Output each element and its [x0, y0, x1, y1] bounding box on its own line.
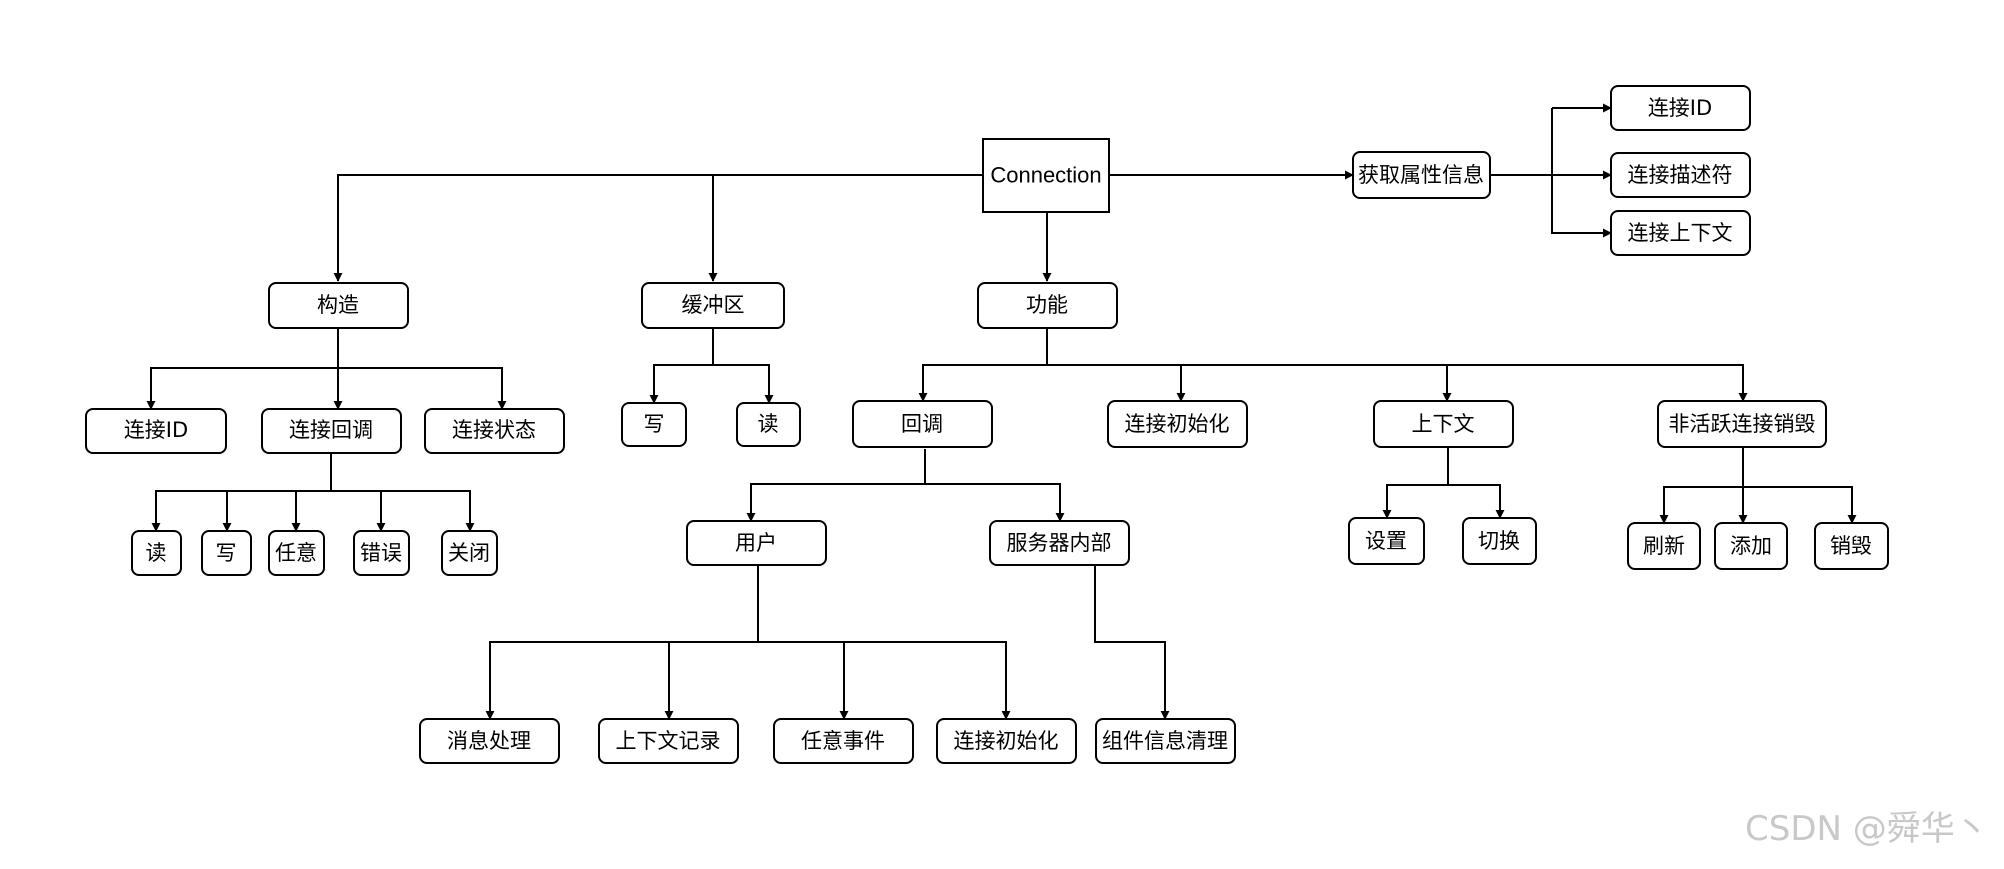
node-label: 组件信息清理 [1102, 729, 1228, 753]
node-cb-error: 错误 [353, 530, 410, 576]
node-label: 消息处理 [447, 729, 531, 753]
edge-func-ctx [1181, 364, 1452, 402]
node-cb-any: 任意 [268, 530, 325, 576]
node-label: 获取属性信息 [1358, 163, 1484, 187]
node-connection-callback: 连接回调 [261, 408, 402, 454]
node-label: 非活跃连接销毁 [1669, 412, 1816, 436]
node-label: 连接上下文 [1628, 221, 1733, 245]
node-attr-connection-id: 连接ID [1610, 85, 1751, 131]
node-label: 关闭 [448, 541, 490, 565]
watermark: CSDN @舜华丶 [1745, 809, 1989, 849]
node-connection: Connection [982, 138, 1110, 213]
edge-attr-ctx [1551, 175, 1612, 238]
node-cb-read: 读 [131, 530, 182, 576]
node-label: 连接描述符 [1628, 163, 1733, 187]
node-connection-state: 连接状态 [424, 408, 565, 454]
node-label: Connection [990, 163, 1101, 188]
edge-server-clean [1094, 565, 1170, 720]
node-label: 连接初始化 [954, 729, 1059, 753]
node-func-callback: 回调 [852, 400, 993, 448]
node-label: 服务器内部 [1007, 531, 1112, 555]
node-label: 构造 [317, 293, 359, 317]
node-ina-refresh: 刷新 [1627, 522, 1701, 570]
node-message-handling: 消息处理 [419, 718, 560, 764]
edge-build-trunk [146, 328, 339, 410]
node-func-connection-init: 连接初始化 [1107, 400, 1248, 448]
edge-fcb-trunk [746, 449, 926, 522]
edge-func-inactive [1447, 364, 1748, 402]
edge-user-any [758, 641, 849, 720]
node-component-cleanup: 组件信息清理 [1095, 718, 1236, 764]
node-user-connection-init: 连接初始化 [936, 718, 1077, 764]
edge-ina-trunk [1659, 448, 1744, 524]
edge-build-state [338, 367, 507, 410]
edge-cb-close [331, 490, 475, 532]
node-any-event: 任意事件 [773, 718, 914, 764]
node-label: 上下文记录 [616, 729, 721, 753]
node-context-record: 上下文记录 [598, 718, 739, 764]
node-attr-descriptor: 连接描述符 [1610, 152, 1751, 198]
node-label: 切换 [1478, 529, 1520, 553]
node-label: 连接ID [1648, 96, 1712, 120]
node-function: 功能 [977, 282, 1118, 329]
connector-lines [146, 103, 1857, 720]
node-label: 写 [644, 412, 665, 436]
edge-ctx-trunk [1382, 448, 1449, 519]
node-user: 用户 [686, 520, 827, 566]
edge-func-trunk [918, 328, 1048, 402]
node-label: 连接回调 [289, 418, 373, 442]
edge-ctx-switch [1448, 484, 1505, 519]
edge-attr-trunk [1490, 108, 1553, 176]
node-buf-write: 写 [621, 402, 687, 447]
node-label: 刷新 [1643, 534, 1685, 558]
node-ctx-set: 设置 [1348, 517, 1425, 565]
node-label: 连接初始化 [1125, 412, 1230, 436]
node-ina-add: 添加 [1714, 522, 1788, 570]
node-label: 回调 [901, 412, 943, 436]
node-cb-write: 写 [201, 530, 252, 576]
node-construct: 构造 [268, 282, 409, 329]
edge-buf-trunk [649, 328, 714, 404]
node-func-context: 上下文 [1373, 400, 1514, 448]
node-buffer: 缓冲区 [641, 282, 785, 329]
node-label: 设置 [1365, 529, 1407, 553]
node-get-attributes: 获取属性信息 [1352, 151, 1491, 199]
node-label: 上下文 [1412, 412, 1475, 436]
node-attr-context: 连接上下文 [1610, 210, 1751, 256]
diagram-nodes: Connection 获取属性信息 连接ID 连接描述符 连接上下文 构造 缓冲… [85, 85, 1889, 764]
node-label: 任意 [275, 541, 317, 565]
edge-buf-read [713, 364, 774, 404]
edge-user-ctx [664, 641, 758, 720]
node-ina-destroy: 销毁 [1814, 522, 1889, 570]
node-buf-read: 读 [736, 402, 801, 447]
edge-user-init [844, 641, 1011, 720]
node-label: 连接ID [124, 418, 188, 442]
edge-user-trunk [485, 565, 759, 720]
node-server-internal: 服务器内部 [989, 520, 1130, 566]
node-label: 用户 [735, 531, 777, 555]
edge-ina-destroy [1743, 486, 1857, 524]
node-label: 写 [216, 541, 237, 565]
node-label: 功能 [1026, 293, 1068, 317]
node-label: 任意事件 [801, 729, 885, 753]
node-label: 错误 [360, 541, 402, 565]
node-func-inactive-destroy: 非活跃连接销毁 [1657, 400, 1827, 448]
edge-func-init [1047, 364, 1186, 402]
edge-fcb-server [925, 483, 1065, 522]
node-label: 读 [146, 541, 167, 565]
node-cb-close: 关闭 [441, 530, 498, 576]
node-build-connection-id: 连接ID [85, 408, 227, 454]
node-label: 添加 [1730, 534, 1772, 558]
node-label: 读 [758, 412, 779, 436]
node-label: 连接状态 [452, 418, 536, 442]
node-label: 销毁 [1830, 534, 1872, 558]
node-ctx-switch: 切换 [1462, 517, 1537, 565]
edge-root-build [333, 174, 983, 282]
node-label: 缓冲区 [682, 293, 745, 317]
edge-cb-trunk [151, 453, 332, 532]
